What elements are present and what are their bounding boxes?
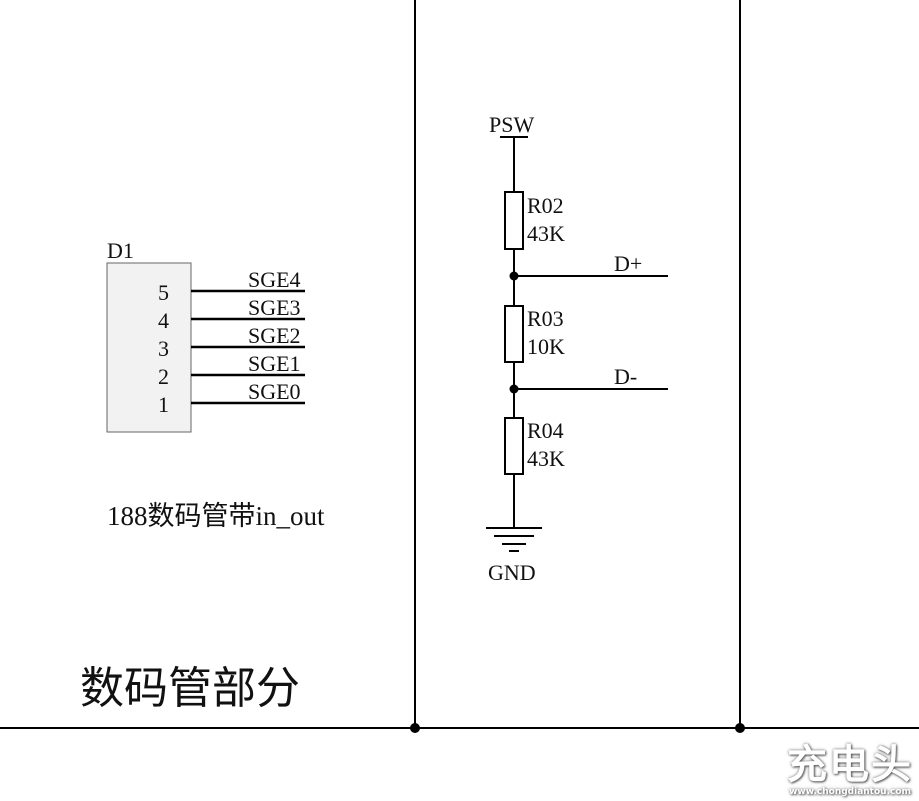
resistor-r02 <box>504 191 524 250</box>
power-label: PSW <box>489 112 534 137</box>
resistor-r04 <box>504 417 524 475</box>
pin-number: 2 <box>158 364 169 389</box>
resistor-value: 43K <box>527 221 565 246</box>
ground-label: GND <box>488 560 536 585</box>
junction-dot <box>509 384 519 394</box>
pin-net-label: SGE2 <box>248 323 301 348</box>
watermark-logo-text: 充电头 <box>787 742 913 788</box>
pin-number: 3 <box>158 336 169 361</box>
pin-number: 4 <box>158 308 169 333</box>
pin-net-label: SGE1 <box>248 351 301 376</box>
resistor-ref: R04 <box>527 418 564 443</box>
resistor-ref: R03 <box>527 306 564 331</box>
watermark-url: www.chongdiantou.com <box>789 787 911 797</box>
connector-ref: D1 <box>107 238 134 263</box>
section-title: 数码管部分 <box>80 664 300 713</box>
resistor-r03 <box>504 305 524 363</box>
pin-number: 1 <box>158 392 169 417</box>
junction-dot <box>509 271 519 281</box>
watermark-logo: 充电头 www.chongdiantou.com <box>787 743 913 797</box>
pin-net-label: SGE0 <box>248 379 301 404</box>
resistor-value: 43K <box>527 446 565 471</box>
net-label-d-plus: D+ <box>614 251 642 276</box>
pin-number: 5 <box>158 280 169 305</box>
connector-note: 188数码管带in_out <box>107 501 325 531</box>
resistor-value: 10K <box>527 334 565 359</box>
connector-body <box>106 262 192 433</box>
junction-dot <box>410 723 420 733</box>
net-label-d-minus: D- <box>614 364 637 389</box>
pin-net-label: SGE4 <box>248 267 301 292</box>
resistor-ref: R02 <box>527 193 564 218</box>
junction-dot <box>735 723 745 733</box>
pin-net-label: SGE3 <box>248 295 301 320</box>
